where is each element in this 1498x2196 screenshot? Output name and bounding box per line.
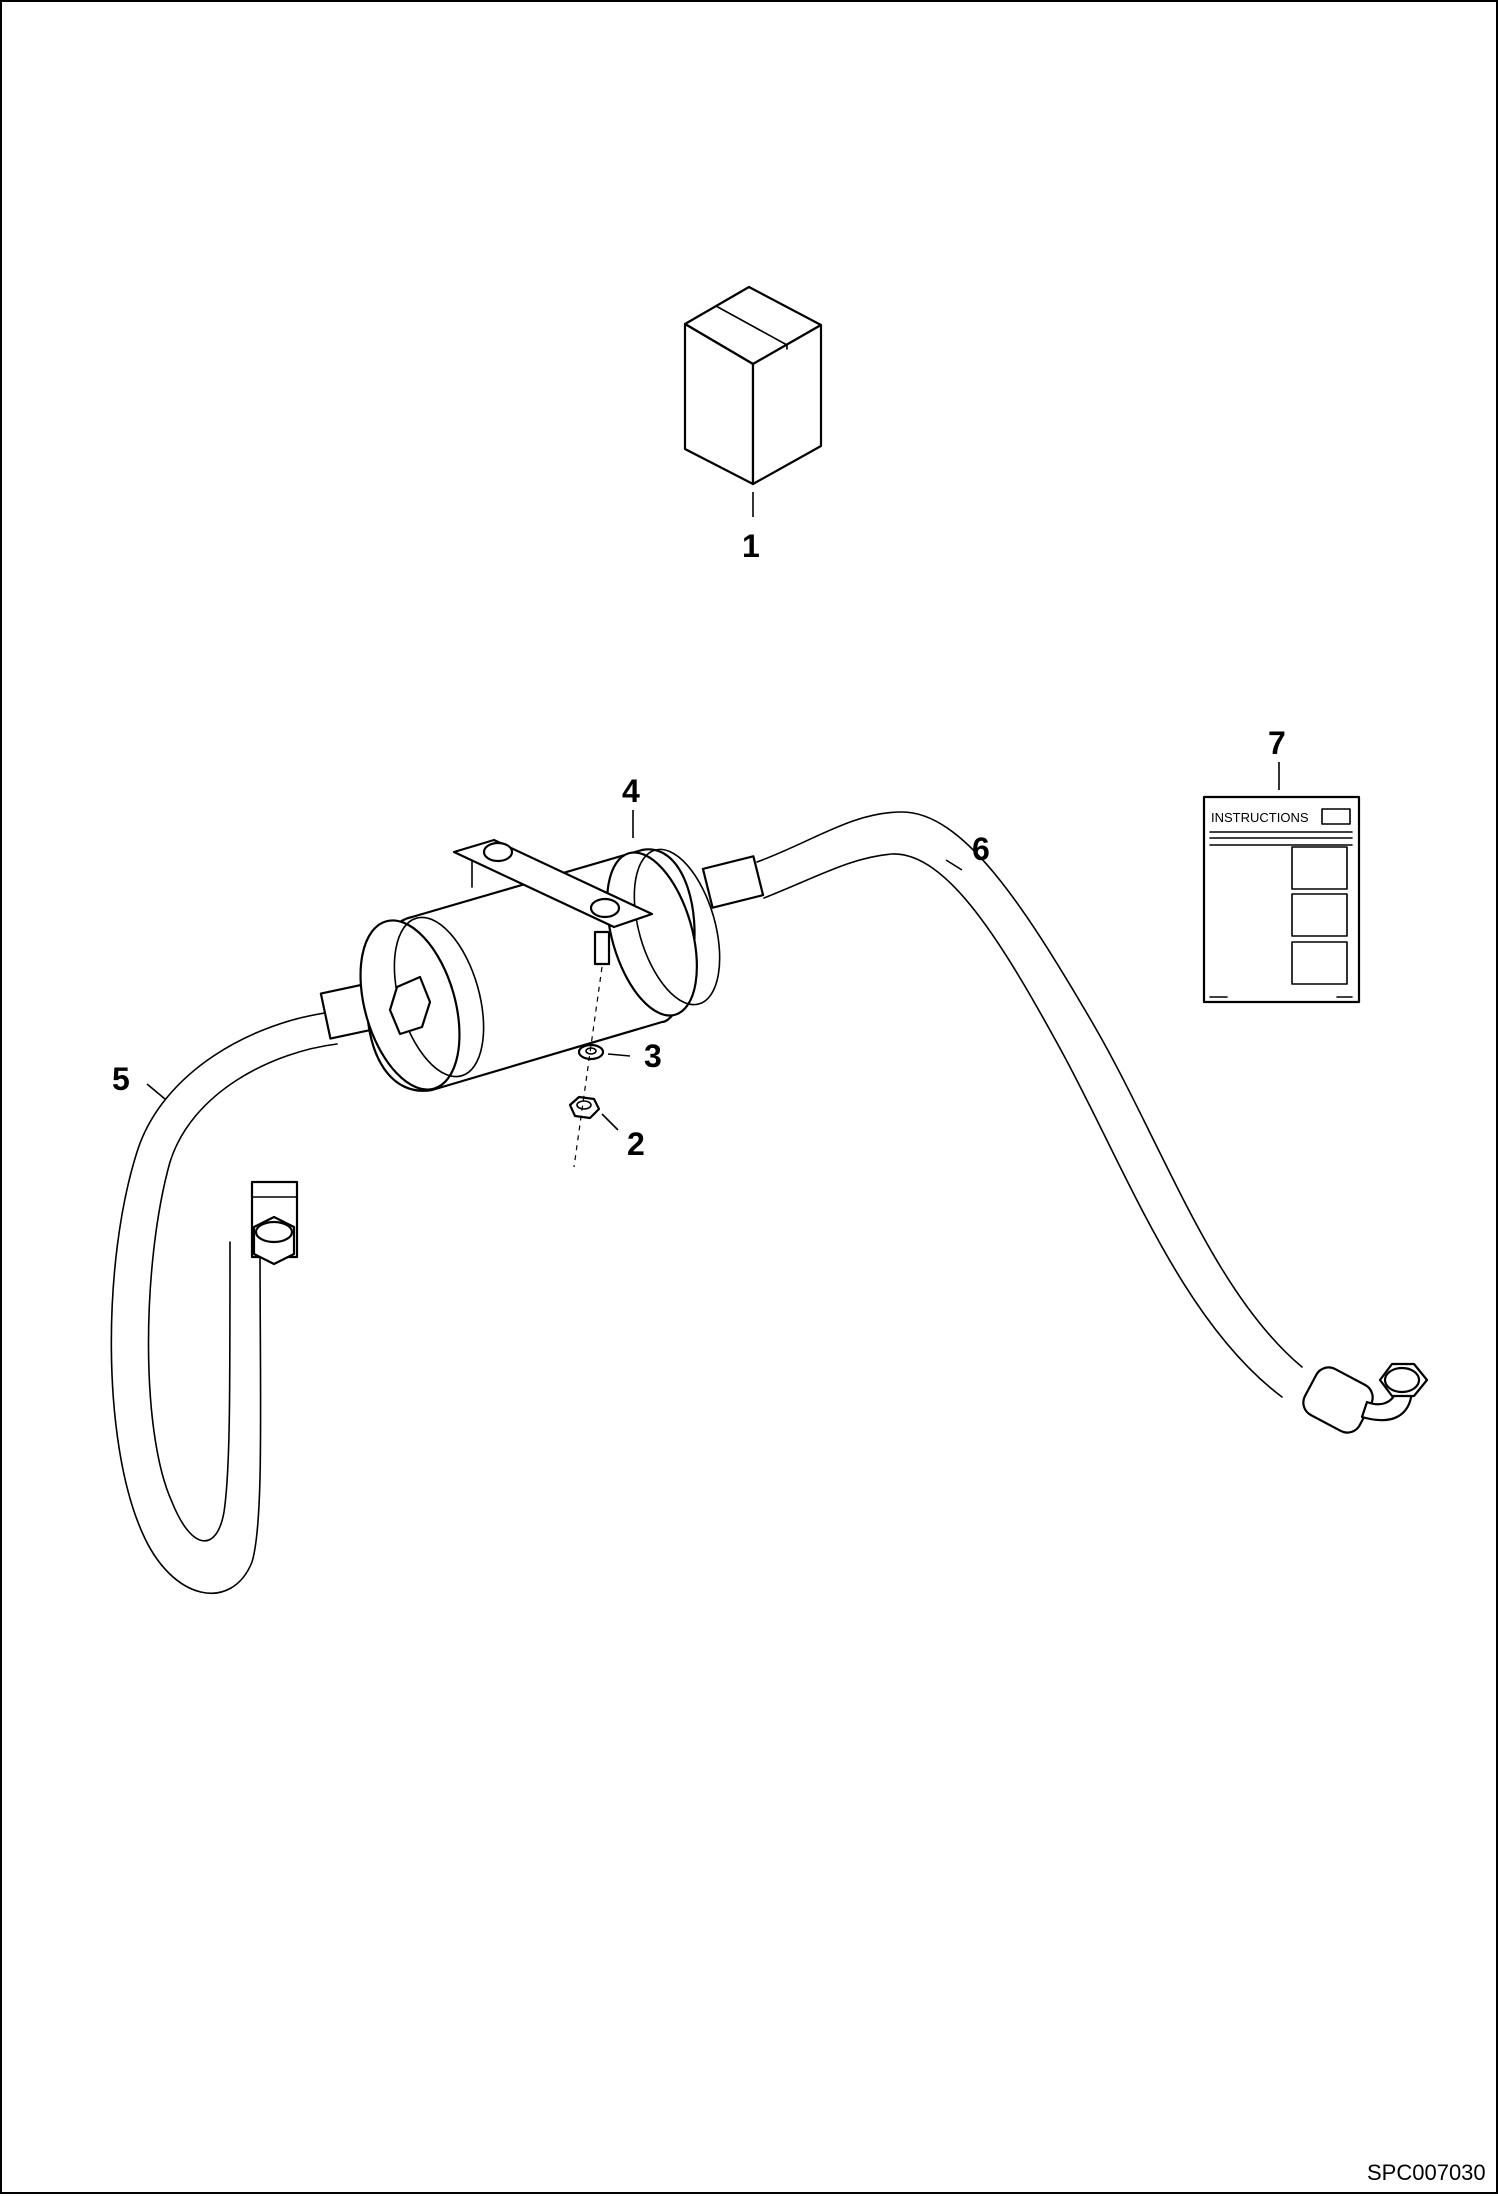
instructions-title: INSTRUCTIONS: [1211, 810, 1309, 825]
washer: [577, 1043, 605, 1061]
callout-6: 6: [972, 831, 990, 867]
receiver-drier: [359, 838, 765, 1092]
reference-code: SPC007030: [1367, 2160, 1486, 2185]
hose-left: [110, 980, 389, 1595]
callout-5: 5: [112, 1061, 130, 1097]
nut: [568, 1095, 601, 1120]
kit-box: [683, 285, 823, 486]
leader-3: [607, 1053, 631, 1057]
assembly-axis: [573, 966, 603, 1168]
leader-2: [601, 1113, 619, 1131]
callout-3: 3: [644, 1038, 662, 1074]
hose-right: [756, 811, 1429, 1434]
leader-5: [146, 1083, 166, 1100]
instructions-sheet: INSTRUCTIONS: [1202, 795, 1361, 1004]
callout-1: 1: [742, 528, 760, 564]
callout-2: 2: [627, 1126, 645, 1162]
callout-7: 7: [1268, 725, 1286, 761]
leader-6: [945, 859, 963, 871]
callout-4: 4: [622, 773, 640, 809]
